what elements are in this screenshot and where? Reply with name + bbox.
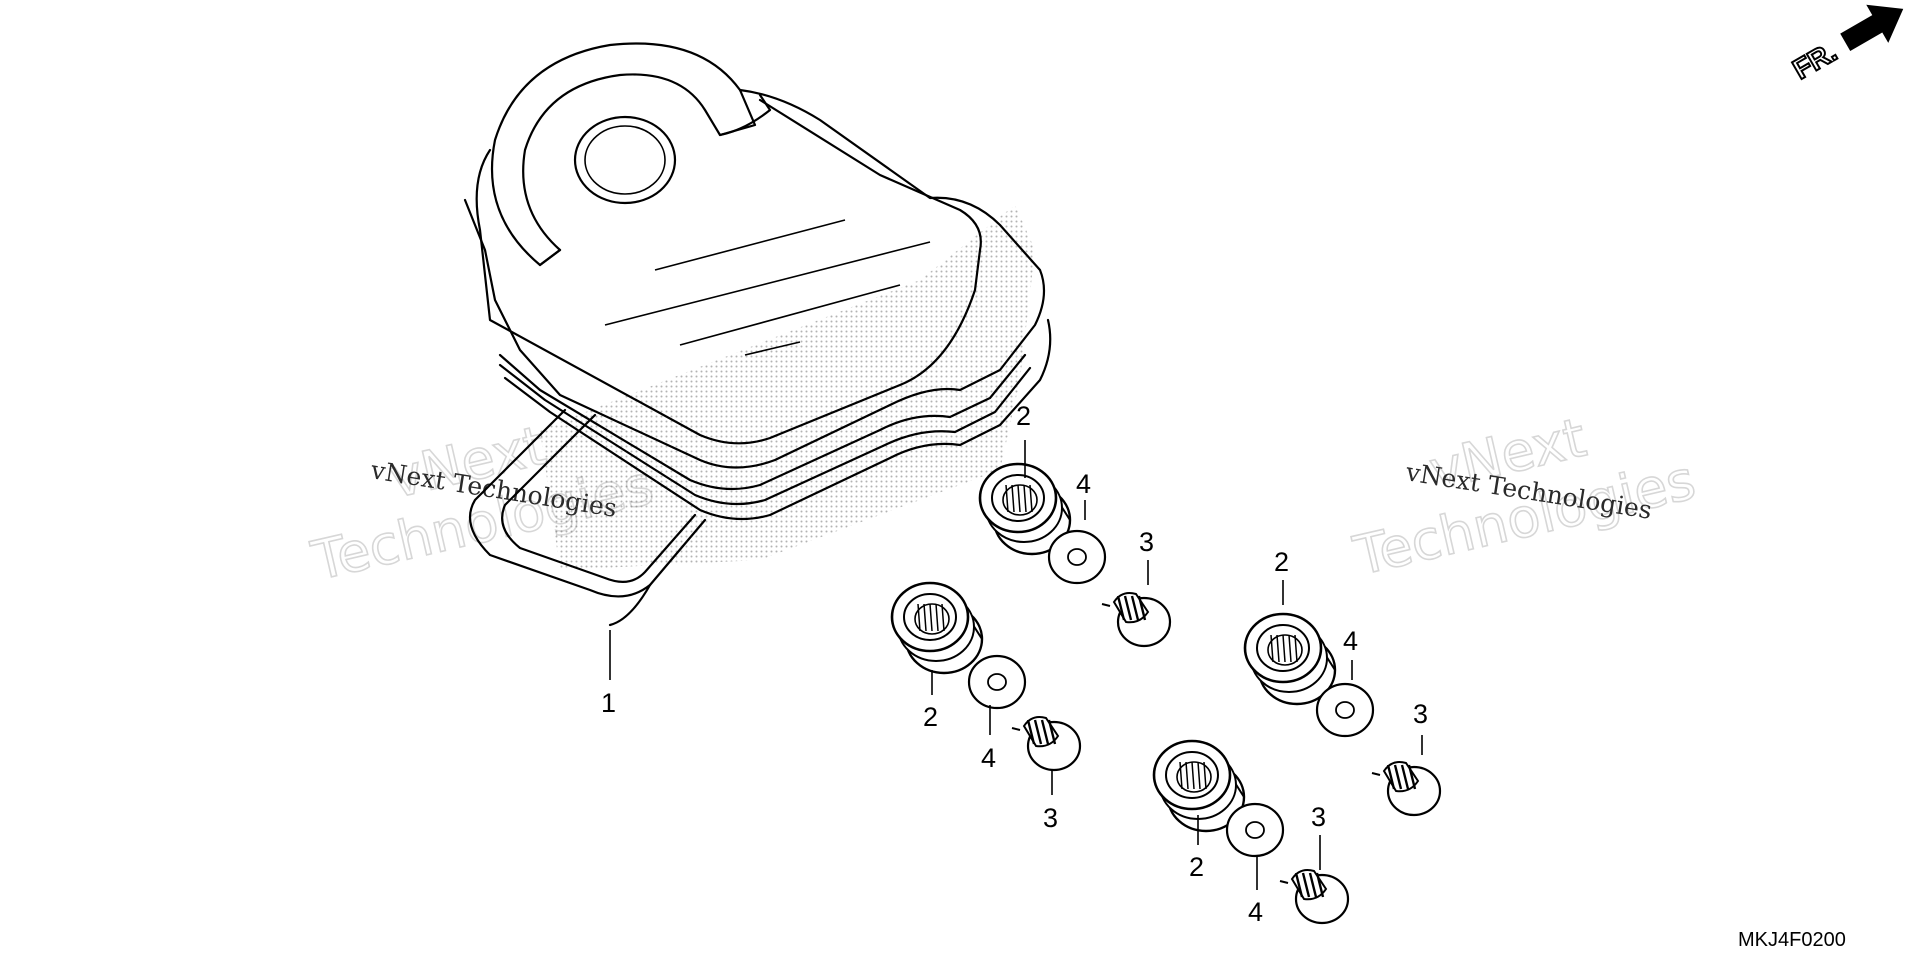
rubber-grommet <box>890 581 984 675</box>
callout-4: 4 <box>1248 897 1263 927</box>
tapping-screw <box>1011 716 1082 772</box>
cover-center-opening <box>573 115 677 205</box>
flat-washer <box>1315 682 1375 738</box>
callout-3: 3 <box>1139 527 1154 557</box>
callout-labels: 1 2 4 3 2 4 3 2 4 3 2 4 3 <box>601 401 1428 927</box>
front-direction-label: FR. <box>1788 36 1843 85</box>
callout-3: 3 <box>1413 699 1428 729</box>
small-parts-group <box>890 462 1442 925</box>
callout-3: 3 <box>1043 803 1058 833</box>
callout-2: 2 <box>923 702 938 732</box>
meter-cover-part <box>463 42 1052 627</box>
tapping-screw <box>1101 592 1172 648</box>
callout-1: 1 <box>601 688 616 718</box>
watermark-right: vNext Technologies vNext Technologies <box>1347 405 1702 589</box>
callout-2: 2 <box>1274 547 1289 577</box>
flat-washer <box>1047 529 1107 585</box>
rubber-grommet <box>1152 739 1246 833</box>
rubber-grommet <box>1243 612 1337 706</box>
callout-2: 2 <box>1016 401 1031 431</box>
callout-3: 3 <box>1311 802 1326 832</box>
tapping-screw <box>1279 869 1350 925</box>
front-direction-arrow: FR. <box>1787 4 1904 86</box>
cover-dotted-shading <box>540 205 1035 570</box>
cover-hook-collar <box>490 42 757 267</box>
callout-4: 4 <box>1076 469 1091 499</box>
flat-washer <box>1225 802 1285 858</box>
callout-2: 2 <box>1189 852 1204 882</box>
callout-4: 4 <box>981 743 996 773</box>
cover-top-face <box>475 98 982 445</box>
diagram-part-code: MKJ4F0200 <box>1738 929 1846 951</box>
arrow-right-icon <box>1840 4 1904 51</box>
flat-washer <box>967 654 1027 710</box>
cover-lower-tab <box>468 408 707 598</box>
callout-4: 4 <box>1343 626 1358 656</box>
leader-lines <box>609 440 1423 890</box>
rubber-grommet <box>978 462 1072 556</box>
cover-outer-rim <box>463 88 1046 469</box>
tapping-screw <box>1371 761 1442 817</box>
